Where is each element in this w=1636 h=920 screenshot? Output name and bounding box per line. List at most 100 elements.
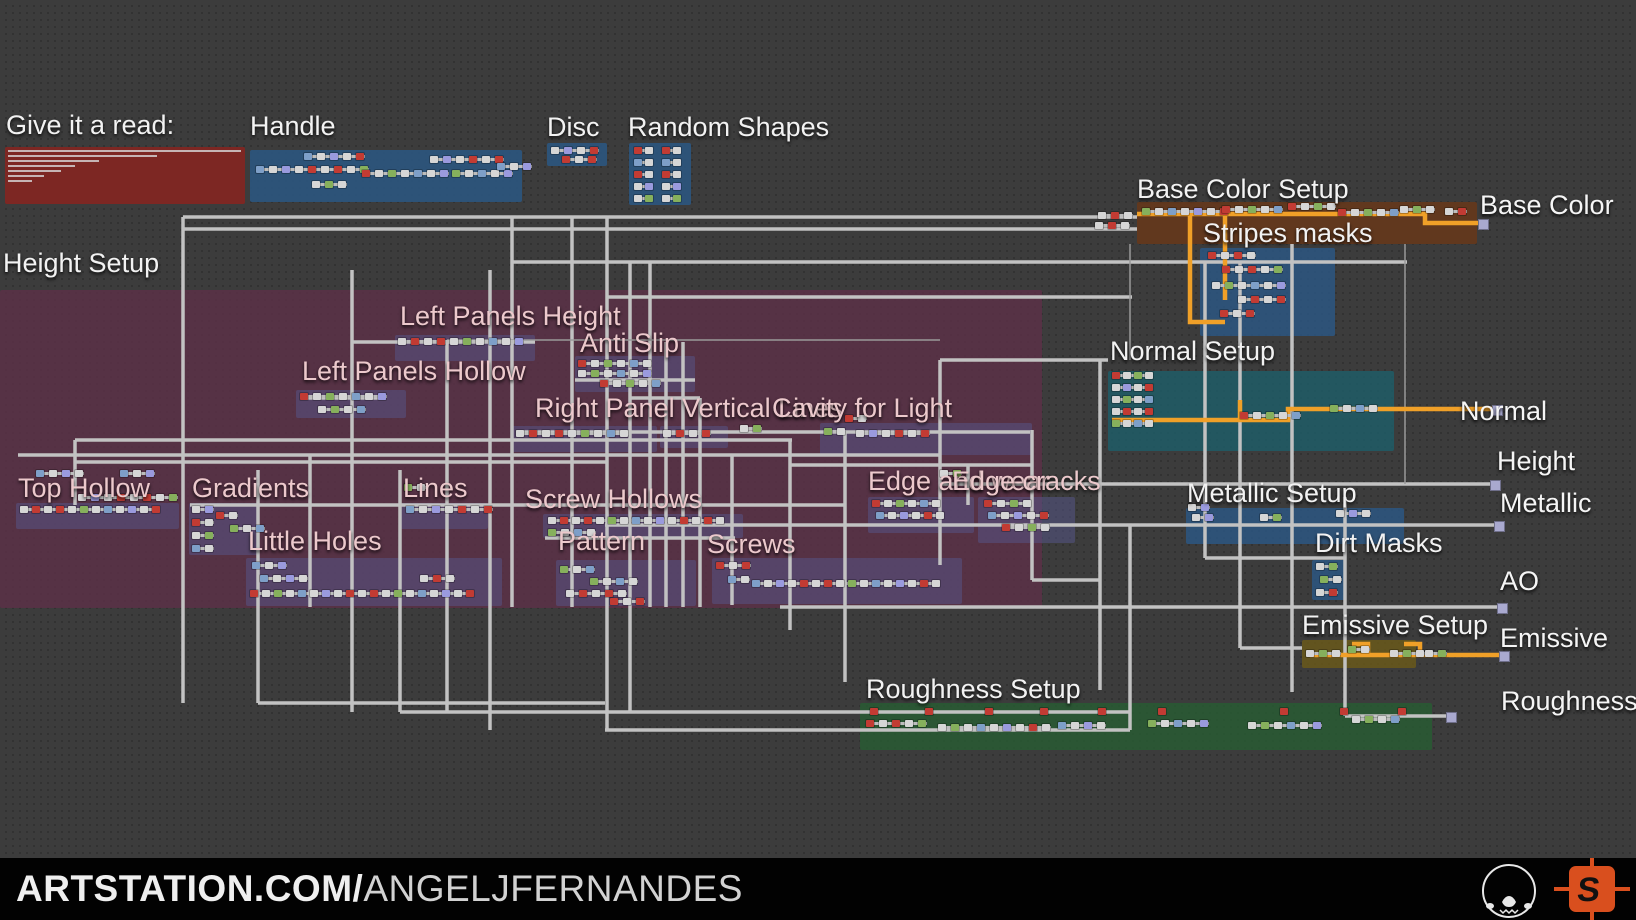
graph-node[interactable]	[192, 532, 200, 539]
graph-node[interactable]	[317, 153, 325, 160]
graph-node[interactable]	[579, 590, 587, 597]
graph-node[interactable]	[1279, 412, 1287, 419]
graph-node[interactable]	[1134, 408, 1142, 415]
graph-node[interactable]	[1274, 206, 1282, 213]
graph-node[interactable]	[1145, 408, 1153, 415]
graph-node[interactable]	[1361, 646, 1369, 653]
graph-node[interactable]	[643, 370, 651, 377]
graph-node[interactable]	[645, 195, 653, 202]
graph-node[interactable]	[673, 195, 681, 202]
graph-node[interactable]	[587, 529, 595, 536]
graph-node[interactable]	[1095, 222, 1103, 229]
graph-node[interactable]	[308, 166, 316, 173]
graph-node[interactable]	[1413, 206, 1421, 213]
graph-node[interactable]	[964, 724, 972, 731]
graph-node[interactable]	[1351, 209, 1359, 216]
graph-node[interactable]	[1123, 420, 1131, 427]
graph-node[interactable]	[1348, 646, 1356, 653]
graph-node[interactable]	[568, 430, 576, 437]
graph-node[interactable]	[356, 153, 364, 160]
graph-node[interactable]	[1343, 405, 1351, 412]
graph-node[interactable]	[510, 163, 518, 170]
graph-node[interactable]	[1010, 500, 1018, 507]
graph-node[interactable]	[44, 506, 52, 513]
graph-node[interactable]	[1028, 524, 1036, 531]
graph-node[interactable]	[489, 338, 497, 345]
graph-node[interactable]	[440, 170, 448, 177]
graph-node[interactable]	[1292, 412, 1300, 419]
graph-node[interactable]	[1084, 722, 1092, 729]
graph-node[interactable]	[1349, 510, 1357, 517]
graph-node[interactable]	[1188, 504, 1196, 511]
graph-node[interactable]	[1416, 650, 1424, 657]
graph-node[interactable]	[504, 170, 512, 177]
graph-node[interactable]	[362, 170, 370, 177]
graph-node[interactable]	[456, 156, 464, 163]
graph-node[interactable]	[339, 393, 347, 400]
graph-node[interactable]	[702, 430, 710, 437]
graph-node[interactable]	[1288, 203, 1296, 210]
graph-node[interactable]	[632, 517, 640, 524]
graph-node[interactable]	[551, 147, 559, 154]
graph-node[interactable]	[617, 370, 625, 377]
graph-node[interactable]	[1192, 514, 1200, 521]
graph-node[interactable]	[921, 430, 929, 437]
graph-node[interactable]	[990, 724, 998, 731]
graph-node[interactable]	[848, 580, 856, 587]
graph-node[interactable]	[869, 430, 877, 437]
graph-node[interactable]	[888, 512, 896, 519]
graph-node[interactable]	[1391, 716, 1399, 723]
graph-node[interactable]	[256, 166, 264, 173]
graph-node[interactable]	[812, 580, 820, 587]
graph-node[interactable]	[36, 470, 44, 477]
graph-node[interactable]	[882, 430, 890, 437]
graph-node[interactable]	[192, 506, 200, 513]
graph-node[interactable]	[1287, 722, 1295, 729]
graph-node[interactable]	[644, 517, 652, 524]
graph-node[interactable]	[605, 590, 613, 597]
graph-node[interactable]	[912, 512, 920, 519]
graph-node[interactable]	[1058, 722, 1066, 729]
graph-node[interactable]	[578, 370, 586, 377]
graph-node[interactable]	[740, 425, 748, 432]
graph-node[interactable]	[645, 147, 653, 154]
graph-node[interactable]	[562, 156, 570, 163]
graph-node[interactable]	[596, 517, 604, 524]
graph-node[interactable]	[662, 183, 670, 190]
graph-node[interactable]	[146, 470, 154, 477]
graph-node[interactable]	[938, 724, 946, 731]
graph-node[interactable]	[334, 590, 342, 597]
graph-node[interactable]	[295, 166, 303, 173]
graph-node[interactable]	[548, 517, 556, 524]
graph-node[interactable]	[824, 580, 832, 587]
graph-node[interactable]	[1112, 396, 1120, 403]
graph-node[interactable]	[542, 430, 550, 437]
graph-node[interactable]	[591, 370, 599, 377]
graph-node[interactable]	[282, 166, 290, 173]
graph-node[interactable]	[1108, 222, 1116, 229]
output-connector[interactable]	[1490, 480, 1501, 491]
graph-node[interactable]	[424, 338, 432, 345]
graph-node[interactable]	[623, 598, 631, 605]
graph-node[interactable]	[205, 532, 213, 539]
graph-node[interactable]	[310, 590, 318, 597]
graph-node[interactable]	[824, 428, 832, 435]
graph-node[interactable]	[1377, 209, 1385, 216]
graph-node[interactable]	[370, 590, 378, 597]
graph-node[interactable]	[634, 195, 642, 202]
graph-node[interactable]	[469, 156, 477, 163]
graph-node[interactable]	[620, 517, 628, 524]
graph-node[interactable]	[450, 338, 458, 345]
graph-node[interactable]	[920, 580, 928, 587]
graph-node[interactable]	[1280, 708, 1288, 715]
graph-node[interactable]	[1148, 720, 1156, 727]
graph-node[interactable]	[358, 590, 366, 597]
graph-node[interactable]	[1369, 405, 1377, 412]
graph-node[interactable]	[918, 720, 926, 727]
graph-node[interactable]	[1123, 372, 1131, 379]
graph-node[interactable]	[32, 506, 40, 513]
graph-node[interactable]	[1220, 310, 1228, 317]
graph-node[interactable]	[634, 147, 642, 154]
graph-node[interactable]	[555, 430, 563, 437]
graph-node[interactable]	[603, 578, 611, 585]
